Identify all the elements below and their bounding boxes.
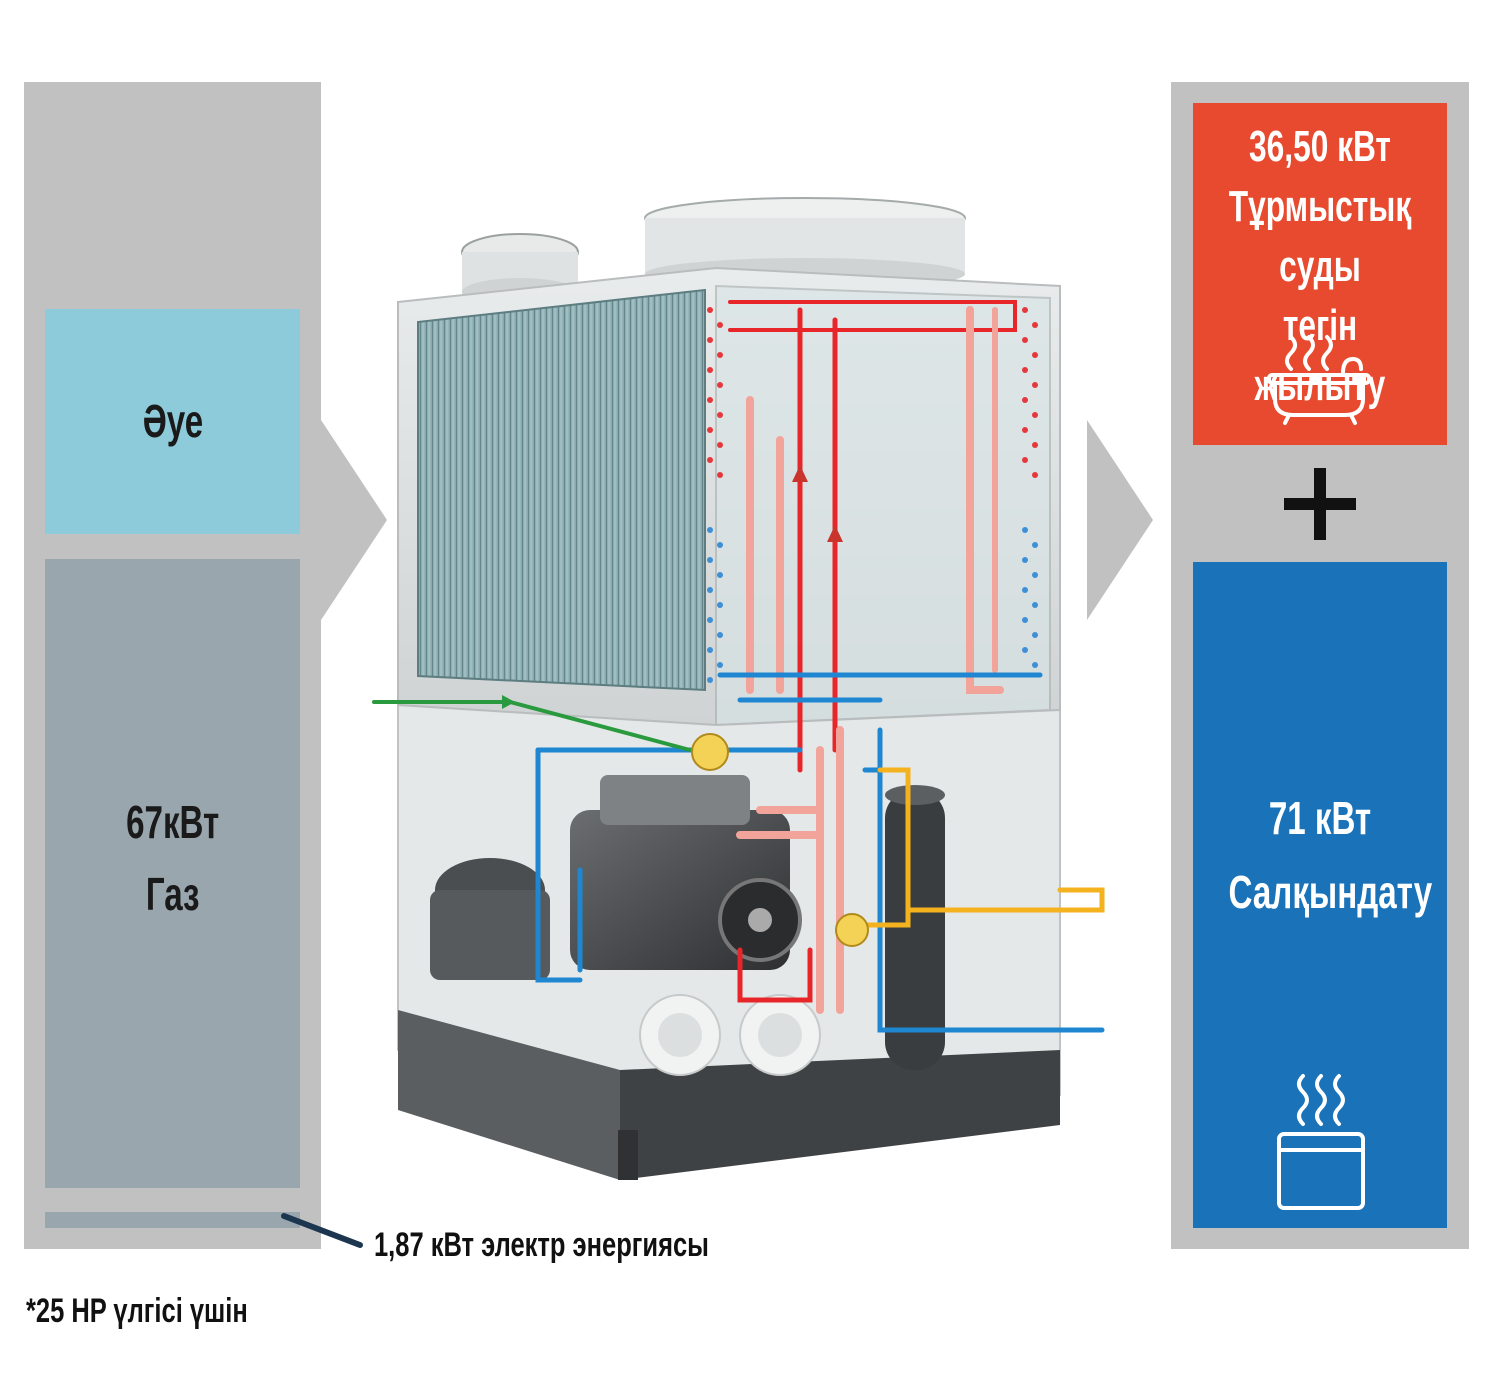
cooling-value: 71 кВт (1268, 792, 1372, 844)
air-label: Әуе (142, 394, 203, 447)
four-way-valve (835, 913, 869, 947)
refrigerant-cold-lines (535, 672, 1105, 1033)
heating-line1: Тұрмыстық (1228, 181, 1412, 231)
fan-top-right (644, 197, 966, 290)
hot-flow-arrows (792, 465, 843, 542)
water-line (842, 767, 1105, 928)
heating-line2: суды (1279, 241, 1361, 291)
gas-heat-pump-unit-illustration (372, 197, 1105, 1180)
footnote: *25 HP үлгісі үшін (26, 1292, 248, 1330)
cooling-box: 71 кВт Салқындату (1193, 562, 1447, 1228)
plus-sign (1284, 464, 1356, 544)
electric-label: 1,87 кВт электр энергиясы (374, 1226, 709, 1264)
cooling-label: Салқындату (1228, 865, 1433, 918)
accumulator-tank (885, 785, 945, 1070)
cooking-pot-steam-icon (1277, 1074, 1365, 1210)
gas-box: 67кВт Газ (45, 559, 300, 1188)
output-arrow (1087, 420, 1153, 620)
electric-box (45, 1212, 300, 1228)
electric-leader-line (281, 1213, 363, 1248)
coil-dots (707, 307, 1038, 683)
heating-value: 36,50 кВт (1249, 122, 1391, 171)
gas-value: 67кВт (125, 796, 220, 849)
heating-box: 36,50 кВт Тұрмыстық суды тегін жылыту (1193, 103, 1447, 445)
input-arrow (321, 420, 387, 620)
gas-label: Газ (145, 867, 200, 920)
gas-inlet-line (372, 695, 692, 752)
gas-valve (691, 733, 729, 771)
heat-exchanger (639, 994, 821, 1076)
bathtub-steam-icon (1267, 335, 1371, 425)
gas-engine (430, 775, 802, 980)
air-box: Әуе (45, 309, 300, 534)
